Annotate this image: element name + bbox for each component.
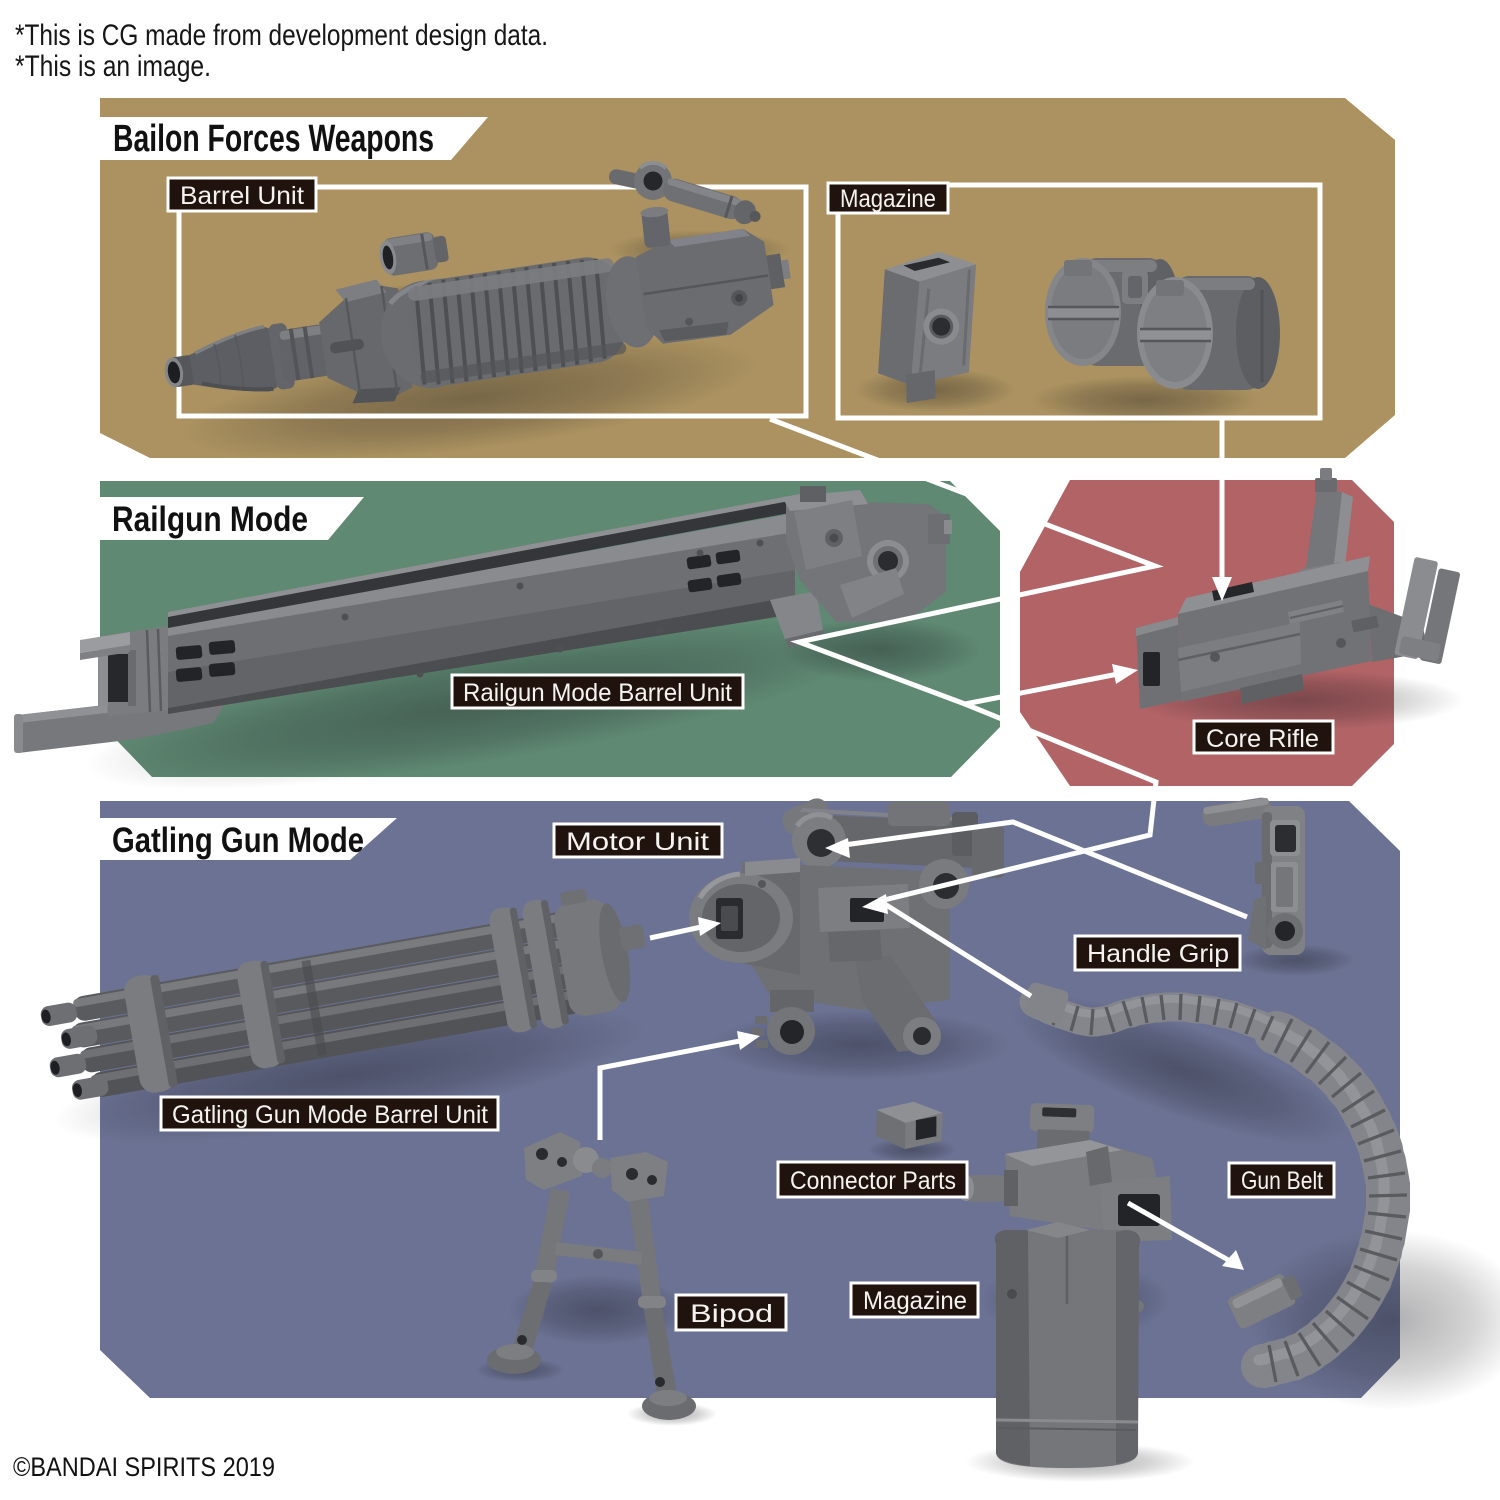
- svg-text:Railgun Mode: Railgun Mode: [112, 500, 308, 539]
- svg-text:Motor Unit: Motor Unit: [566, 828, 709, 856]
- svg-text:Bailon Forces Weapons: Bailon Forces Weapons: [113, 118, 434, 160]
- svg-text:Gatling Gun Mode: Gatling Gun Mode: [112, 821, 364, 860]
- svg-text:Core Rifle: Core Rifle: [1206, 725, 1319, 753]
- svg-text:Barrel Unit: Barrel Unit: [180, 182, 304, 210]
- svg-text:Handle Grip: Handle Grip: [1087, 940, 1229, 968]
- svg-text:*This is an image.: *This is an image.: [15, 50, 211, 83]
- svg-text:Bipod: Bipod: [690, 1300, 773, 1328]
- svg-text:Gun Belt: Gun Belt: [1241, 1167, 1323, 1195]
- svg-text:*This is CG made from developm: *This is CG made from development design…: [15, 19, 548, 52]
- svg-text:Gatling Gun Mode Barrel Unit: Gatling Gun Mode Barrel Unit: [172, 1101, 488, 1129]
- svg-text:©BANDAI SPIRITS 2019: ©BANDAI SPIRITS 2019: [13, 1452, 275, 1482]
- svg-text:Magazine: Magazine: [840, 185, 936, 213]
- svg-text:Railgun Mode Barrel Unit: Railgun Mode Barrel Unit: [463, 679, 732, 707]
- svg-text:Connector Parts: Connector Parts: [790, 1167, 956, 1195]
- svg-text:Magazine: Magazine: [863, 1287, 967, 1315]
